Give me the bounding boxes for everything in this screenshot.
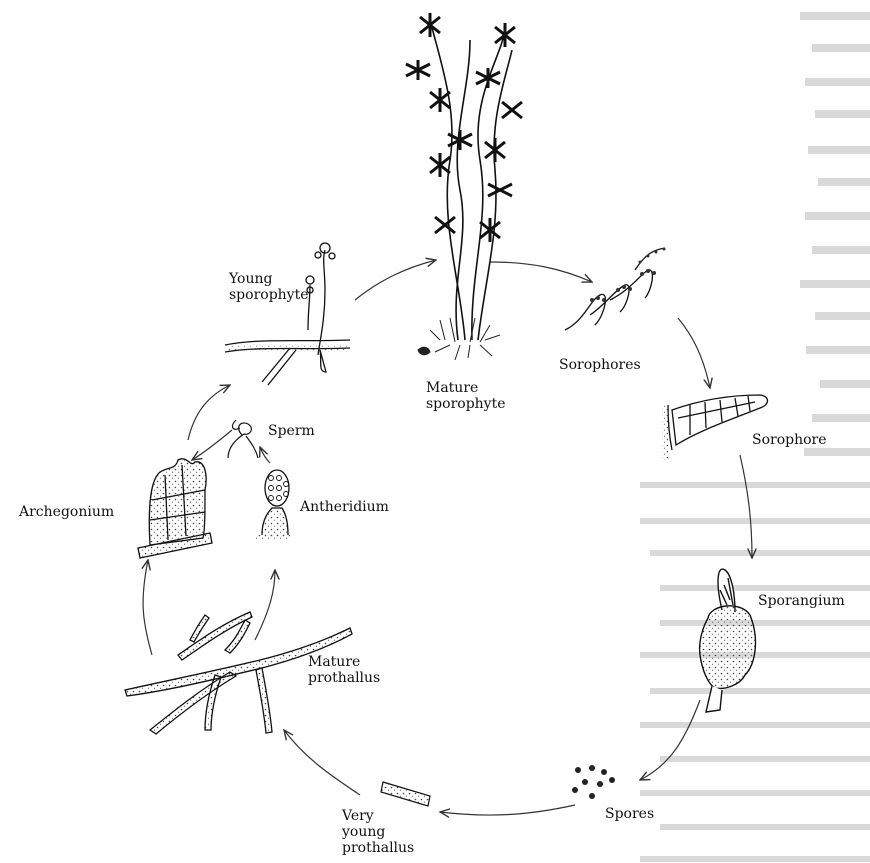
antheridium-drawing <box>255 470 290 540</box>
mature-sporophyte-leaves <box>406 13 522 242</box>
label-mature-sporophyte: Mature sporophyte <box>426 380 506 412</box>
arrow-mature-to-sorophores <box>490 262 592 282</box>
arrow-sorophore-to-sporangium <box>740 455 752 558</box>
label-mature-prothallus: Mature prothallus <box>308 654 380 686</box>
arrow-prothallus-to-archegonium <box>143 560 152 655</box>
label-young-sporophyte: Young sporophyte <box>229 271 309 303</box>
arrow-prothallus-to-antheridium <box>255 570 275 640</box>
label-mature-sporophyte-line2: sporophyte <box>426 396 506 412</box>
arrow-young-to-mature <box>355 260 436 300</box>
sorophores-drawing <box>565 248 665 330</box>
arrow-very-young-to-mature-prothallus <box>284 730 360 795</box>
arrow-antheridium-to-sperm <box>260 447 270 463</box>
label-mature-prothallus-line1: Mature <box>308 654 380 670</box>
young-sporophyte-drawing <box>225 243 350 385</box>
mature-sporophyte-roots <box>418 318 500 360</box>
arrow-sporangium-to-spores <box>640 700 700 780</box>
label-young-sporophyte-line2: sporophyte <box>229 287 309 303</box>
sperm-drawing <box>228 420 258 458</box>
label-very-young-prothallus-line2: young <box>342 824 414 840</box>
arrow-archegonium-to-young <box>188 385 230 440</box>
label-mature-prothallus-line2: prothallus <box>308 670 380 686</box>
archegonium-drawing <box>138 459 212 558</box>
label-sporangium: Sporangium <box>758 593 845 609</box>
mature-sporophyte-drawing <box>430 20 512 340</box>
label-very-young-prothallus-line1: Very <box>342 808 414 824</box>
very-young-prothallus-drawing <box>381 782 430 806</box>
label-sorophore: Sorophore <box>752 432 827 448</box>
spores-drawing <box>572 765 615 799</box>
label-sorophores: Sorophores <box>559 357 641 373</box>
label-young-sporophyte-line1: Young <box>229 271 309 287</box>
label-archegonium: Archegonium <box>19 504 114 520</box>
sporangium-drawing <box>700 569 756 712</box>
label-sperm: Sperm <box>268 423 315 439</box>
label-very-young-prothallus: Very young prothallus <box>342 808 414 856</box>
arrow-sorophores-to-sorophore <box>678 318 710 388</box>
label-antheridium: Antheridium <box>300 499 389 515</box>
label-spores: Spores <box>605 806 654 822</box>
arrow-spores-to-very-young <box>440 805 575 815</box>
arrow-sperm-to-archegonium <box>192 430 232 460</box>
label-mature-sporophyte-line1: Mature <box>426 380 506 396</box>
label-very-young-prothallus-line3: prothallus <box>342 840 414 856</box>
